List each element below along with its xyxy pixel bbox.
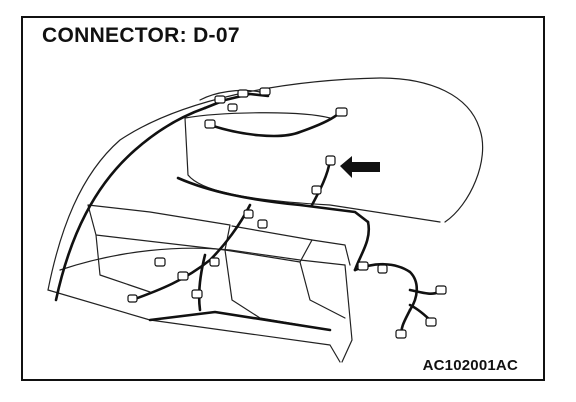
connector-d07 xyxy=(325,155,336,166)
page-title: CONNECTOR: D-07 xyxy=(42,24,240,47)
figure-code: AC102001AC xyxy=(422,357,518,374)
diagram-frame xyxy=(21,16,545,381)
callout-arrow-icon xyxy=(340,156,380,178)
connectors xyxy=(127,87,447,339)
